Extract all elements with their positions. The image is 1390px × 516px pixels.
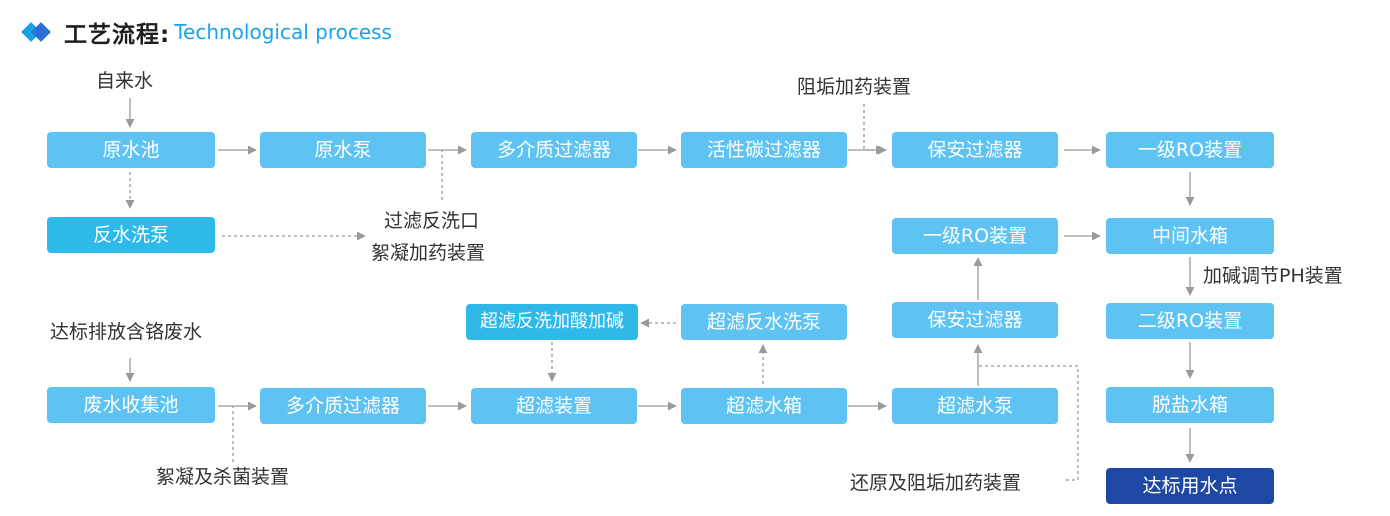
label-flocculation-sterilization: 絮凝及杀菌装置 [156, 466, 290, 488]
dotted-reducing-feed [978, 365, 1079, 481]
node-multimedia-filter-1: 多介质过滤器 [471, 132, 637, 168]
section-title: 工艺流程: [64, 22, 171, 48]
section-subtitle: Technological process [174, 20, 392, 44]
label-antiscalant-dosing-top: 阻垢加药装置 [797, 76, 912, 98]
label-alkali-ph-adjust: 加碱调节PH装置 [1203, 265, 1343, 287]
label-filter-backwash-outlet: 过滤反洗口 [384, 210, 480, 232]
node-ro1-top: 一级RO装置 [1106, 132, 1274, 168]
label-tap-water: 自来水 [96, 70, 154, 92]
node-multimedia-filter-2: 多介质过滤器 [260, 388, 426, 424]
dotted-antiscalant-feed [863, 104, 885, 155]
label-reduction-antiscalant-dosing: 还原及阻垢加药装置 [850, 472, 1022, 494]
node-raw-water-pump: 原水泵 [260, 132, 426, 168]
node-security-filter-1: 保安过滤器 [892, 132, 1058, 168]
node-uf-water-pump: 超滤水泵 [892, 388, 1058, 424]
node-desalted-water-tank: 脱盐水箱 [1106, 387, 1274, 423]
label-flocculant-dosing-top: 絮凝加药装置 [371, 242, 486, 264]
node-ro1-middle: 一级RO装置 [892, 218, 1058, 254]
node-intermediate-tank: 中间水箱 [1106, 218, 1274, 254]
node-uf-backwash-pump: 超滤反水洗泵 [681, 304, 847, 340]
node-uf-backwash-acid-alkali: 超滤反洗加酸加碱 [466, 304, 638, 340]
node-wastewater-collection-pool: 废水收集池 [47, 387, 215, 423]
node-ro2: 二级RO装置 [1106, 303, 1274, 339]
node-backwash-pump: 反水洗泵 [47, 217, 215, 253]
node-compliant-water-usage-point: 达标用水点 [1106, 468, 1274, 504]
node-activated-carbon-filter: 活性碳过滤器 [681, 132, 847, 168]
section-header: 工艺流程: Technological process [21, 14, 392, 50]
label-compliant-chromium-wastewater: 达标排放含铬废水 [50, 321, 203, 343]
node-security-filter-2: 保安过滤器 [892, 302, 1058, 338]
node-ultrafiltration-unit: 超滤装置 [471, 388, 637, 424]
node-raw-water-pool: 原水池 [47, 132, 215, 168]
node-uf-water-tank: 超滤水箱 [681, 388, 847, 424]
